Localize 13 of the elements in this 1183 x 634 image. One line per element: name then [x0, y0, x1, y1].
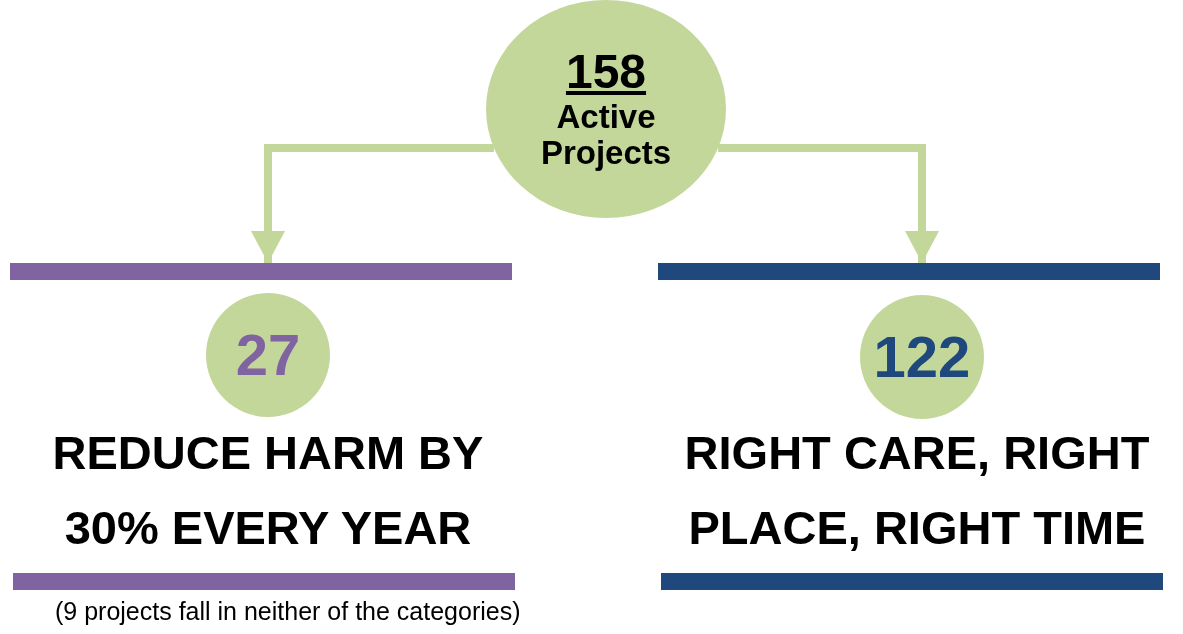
divider-bar: [661, 573, 1163, 590]
category-heading: REDUCE HARM BY 30% EVERY YEAR: [51, 425, 485, 556]
divider-bar: [658, 263, 1160, 280]
arrow: [718, 144, 939, 263]
divider-bar: [13, 573, 515, 590]
count-number: 27: [235, 323, 301, 387]
count-number: 158: [565, 46, 647, 100]
footnote: (9 projects fall in neither of the categories): [55, 597, 521, 626]
divider-bar: [10, 263, 512, 280]
arrow: [251, 144, 494, 263]
count-number: 122: [873, 325, 971, 389]
count-caption: Active Projects: [539, 99, 673, 172]
category-heading: RIGHT CARE, RIGHT PLACE, RIGHT TIME: [683, 425, 1151, 556]
